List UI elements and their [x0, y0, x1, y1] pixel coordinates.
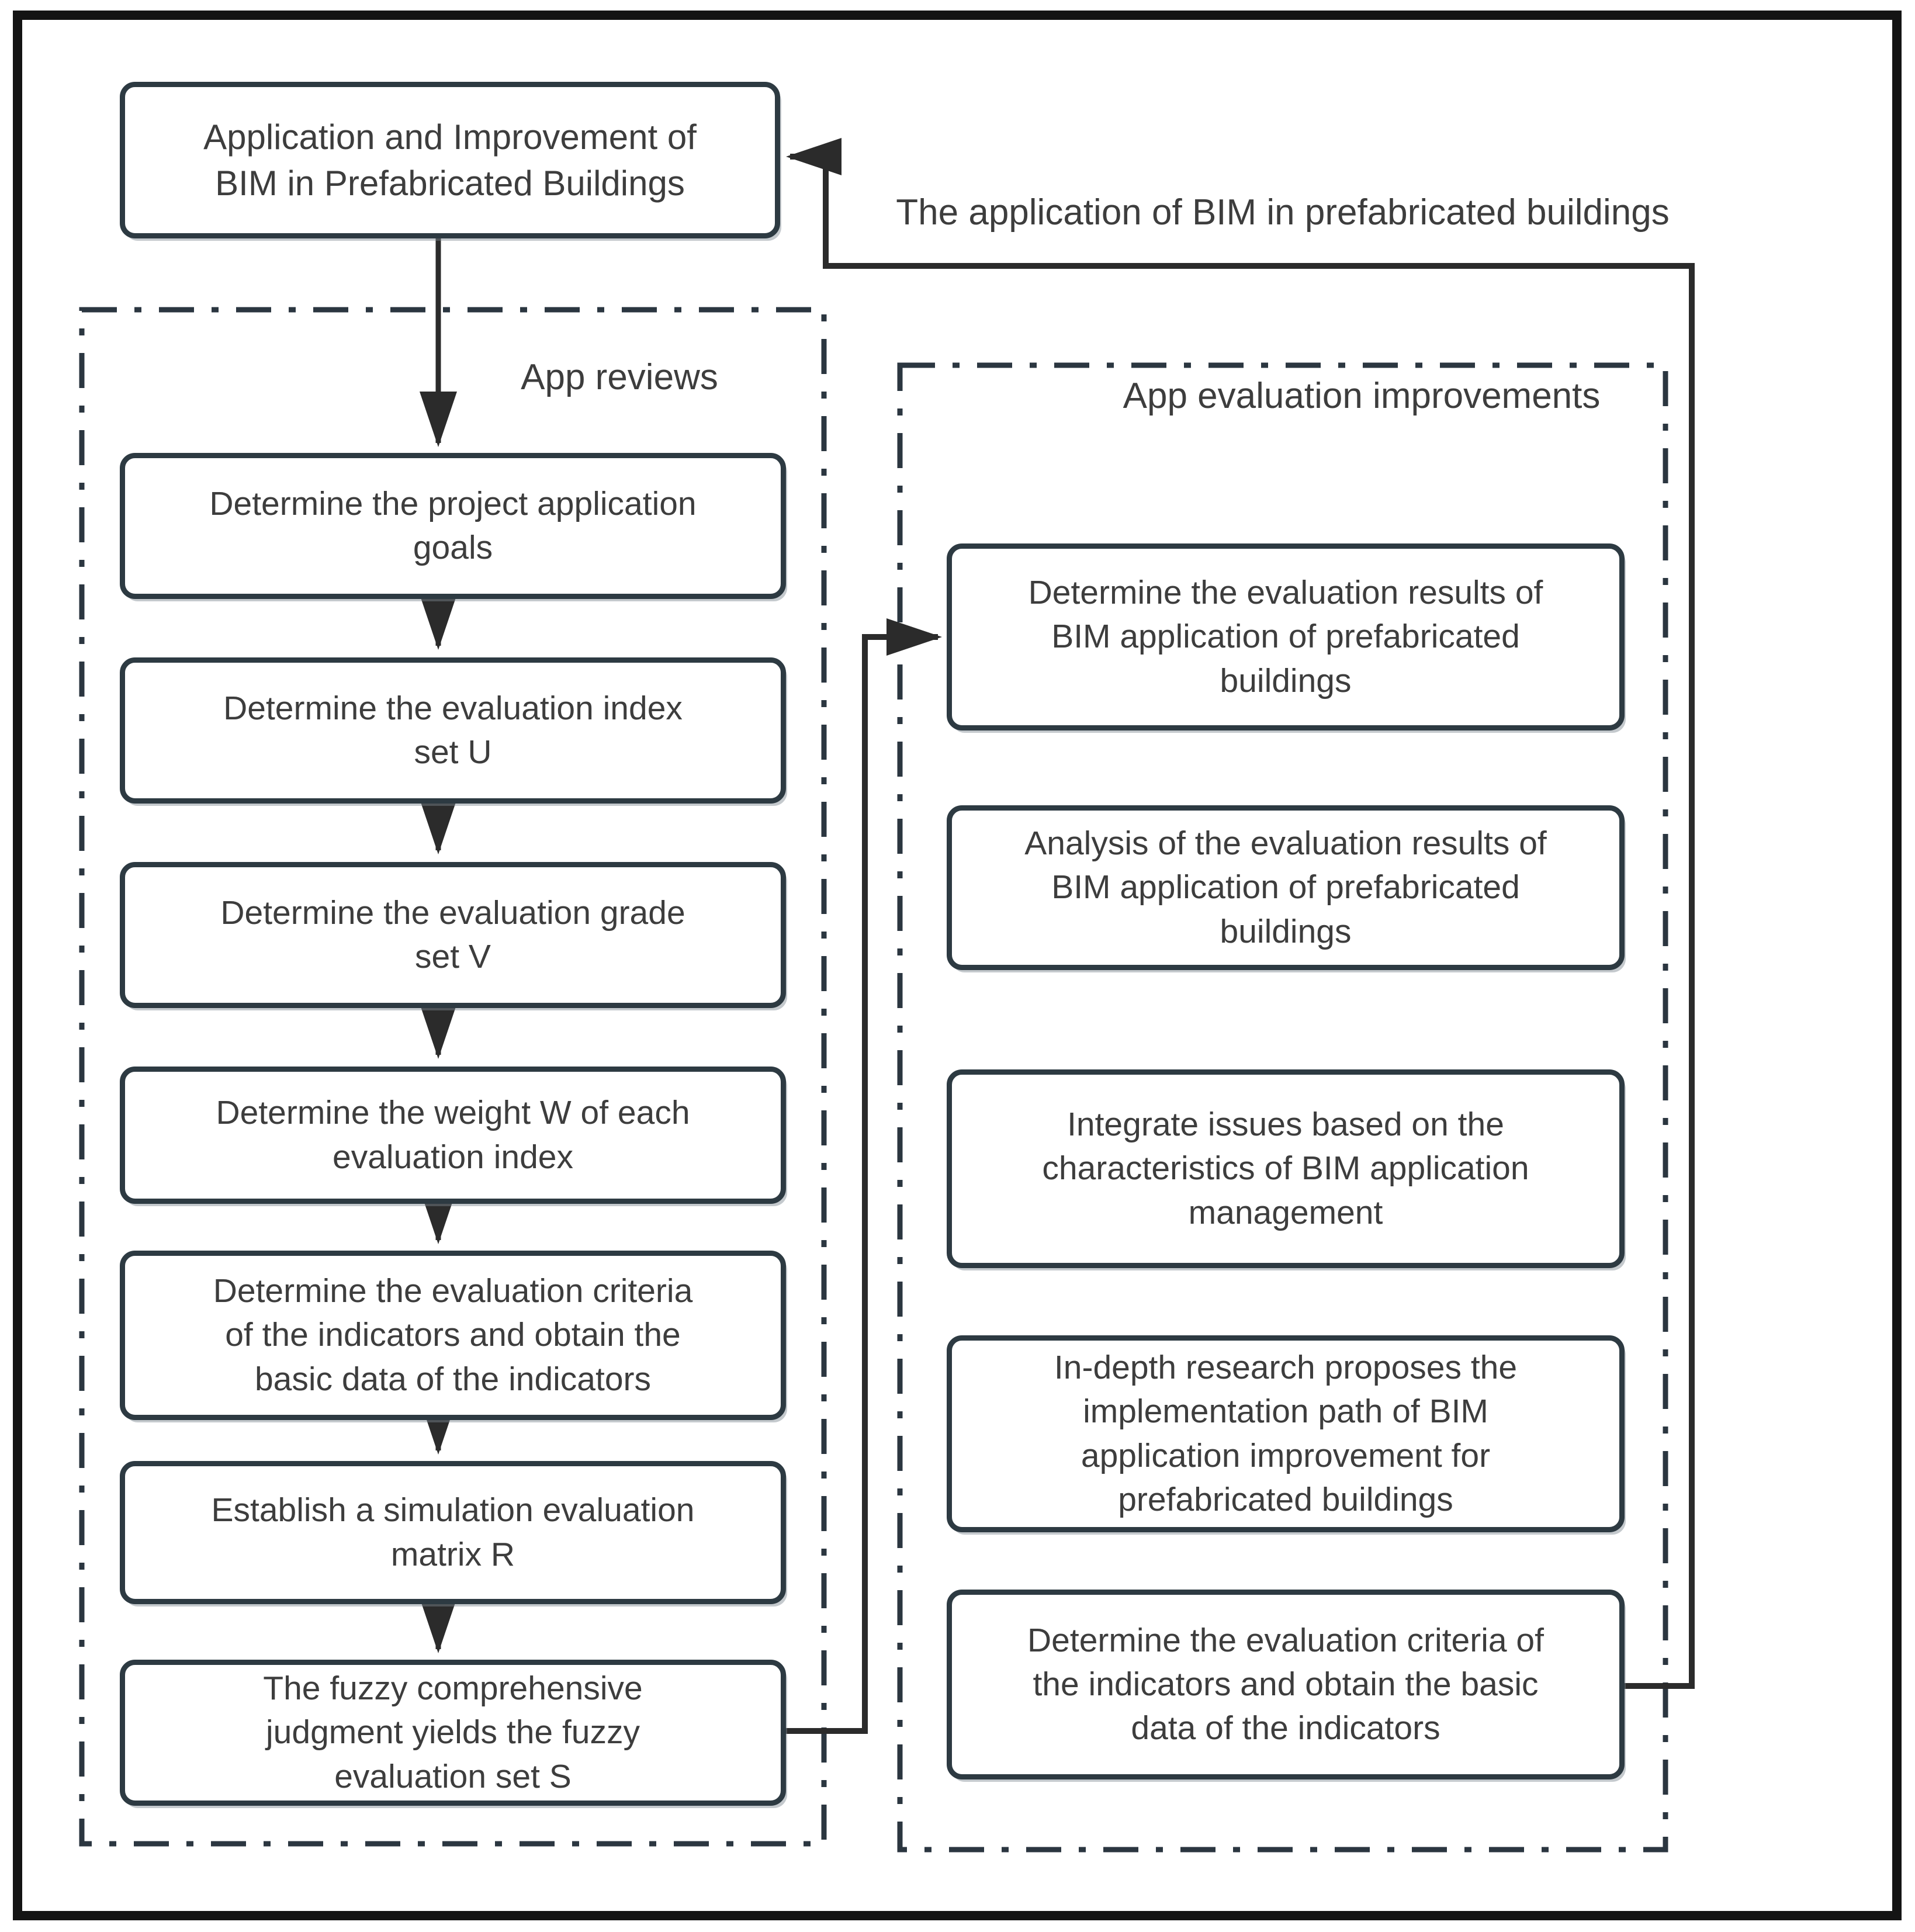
- flow-box-integrate-issues: Integrate issues based on the characteri…: [947, 1069, 1625, 1268]
- feedback-arrow-label: The application of BIM in prefabricated …: [896, 192, 1670, 233]
- group-border-app-reviews: [79, 307, 827, 1847]
- flow-box-evaluation-results: Determine the evaluation results of BIM …: [947, 543, 1625, 730]
- group-label-app-evaluation-improvements: App evaluation improvements: [1123, 375, 1601, 416]
- figure-outer-border: [13, 11, 1902, 1920]
- connector-fuzzy-to-evaluation-results: [786, 618, 942, 1734]
- flow-box-evaluation-criteria-right: Determine the evaluation criteria of the…: [947, 1590, 1625, 1779]
- flow-box-project-goals: Determine the project application goals: [120, 453, 786, 599]
- flow-box-grade-set-v: Determine the evaluation grade set V: [120, 862, 786, 1008]
- group-border-app-evaluation-improvements: [897, 362, 1668, 1853]
- flow-box-index-set-u: Determine the evaluation index set U: [120, 657, 786, 804]
- flow-box-weight-w: Determine the weight W of each evaluatio…: [120, 1067, 786, 1204]
- flow-box-evaluation-criteria: Determine the evaluation criteria of the…: [120, 1251, 786, 1420]
- group-label-app-reviews: App reviews: [521, 356, 718, 397]
- flow-box-bim-application-improvement: Application and Improvement of BIM in Pr…: [120, 82, 780, 238]
- flow-box-analysis-results: Analysis of the evaluation results of BI…: [947, 805, 1625, 970]
- flow-box-fuzzy-evaluation-set-s: The fuzzy comprehensive judgment yields …: [120, 1660, 786, 1806]
- flow-box-simulation-matrix-r: Establish a simulation evaluation matrix…: [120, 1461, 786, 1604]
- connector-feedback-to-title: [786, 138, 1695, 1689]
- flow-box-implementation-path: In-depth research proposes the implement…: [947, 1335, 1625, 1532]
